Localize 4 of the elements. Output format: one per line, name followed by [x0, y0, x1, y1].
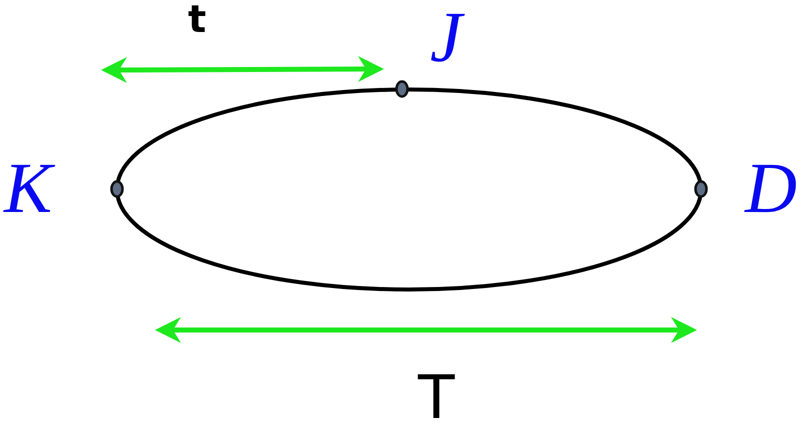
dimension-label: T	[418, 368, 455, 428]
point-label: K	[4, 152, 52, 224]
dimension-label: t	[188, 0, 206, 38]
point-label: D	[745, 152, 797, 224]
